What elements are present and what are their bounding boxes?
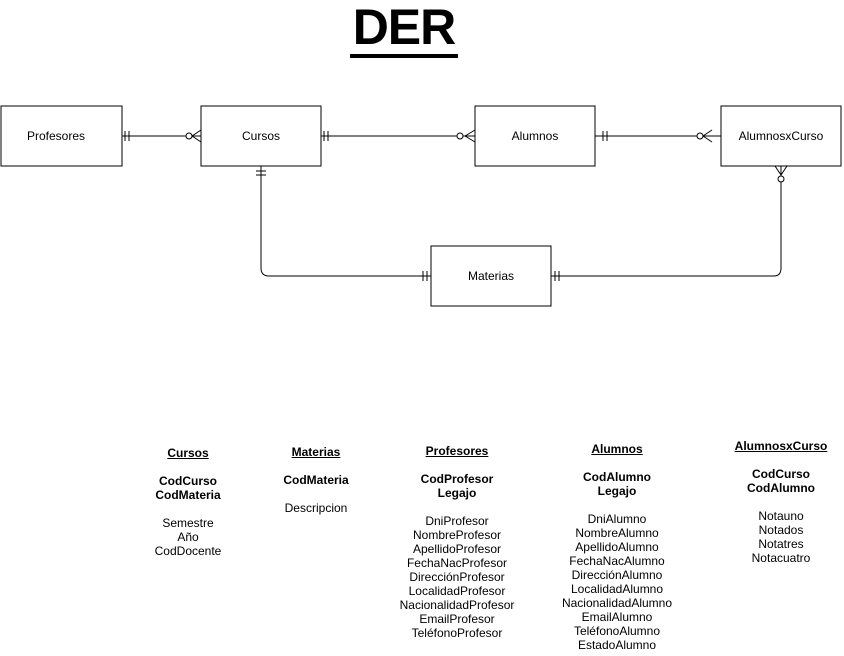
table-cursos: Cursos CodCurso CodMateria Semestre Año … [140, 446, 236, 558]
field: LocalidadAlumno [570, 582, 664, 596]
field: Notatres [758, 537, 804, 551]
rel-profesores-cursos [122, 129, 202, 143]
field: Notauno [758, 509, 804, 523]
entity-profesores-label: Profesores [27, 129, 85, 143]
entity-cursos: Cursos [200, 105, 322, 167]
er-diagram: Profesores Cursos Alumnos AlumnosxCurso … [0, 105, 842, 307]
table-materias-name: Materias [291, 445, 341, 459]
field: EstadoAlumno [577, 638, 657, 652]
key-field: CodMateria [283, 473, 349, 487]
table-alumnos: Alumnos CodAlumno Legajo DniAlumno Nombr… [556, 442, 678, 652]
rel-cursos-materias [256, 166, 431, 281]
table-cursos-name: Cursos [167, 446, 209, 460]
key-field: CodMateria [155, 488, 221, 502]
table-profesores-name: Profesores [425, 444, 489, 458]
field: LocalidadProfesor [408, 584, 506, 598]
field: NacionalidadProfesor [399, 598, 515, 612]
key-field: CodCurso [752, 467, 810, 481]
title-underline [350, 54, 458, 58]
field: DniProfesor [425, 514, 489, 528]
entity-profesores: Profesores [0, 105, 123, 167]
rel-alumnos-alumnosxcurso [595, 129, 721, 143]
entity-cursos-label: Cursos [242, 129, 280, 143]
key-field: CodProfesor [420, 472, 494, 486]
table-alumnos-name: Alumnos [591, 442, 643, 456]
table-alumnosxcurso: AlumnosxCurso CodCurso CodAlumno Notauno… [726, 439, 836, 565]
field: FechaNacAlumno [569, 554, 665, 568]
field: DniAlumno [587, 512, 647, 526]
field: TeléfonoProfesor [411, 626, 503, 640]
entity-materias: Materias [430, 245, 552, 307]
field: ApellidoProfesor [412, 542, 502, 556]
entity-alumnos-label: Alumnos [512, 129, 559, 143]
field: FechaNacProfesor [406, 556, 508, 570]
entity-alumnosxcurso: AlumnosxCurso [720, 105, 842, 167]
field: ApellidoAlumno [575, 540, 659, 554]
key-field: CodAlumno [583, 470, 651, 484]
field: EmailProfesor [419, 612, 495, 626]
key-field: Legajo [597, 484, 637, 498]
field: DirecciónAlumno [571, 568, 663, 582]
field: Semestre [162, 516, 214, 530]
key-field: CodCurso [159, 474, 217, 488]
page-title: DER [352, 0, 457, 55]
table-profesores: Profesores CodProfesor Legajo DniProfeso… [396, 444, 518, 640]
field: Año [177, 530, 199, 544]
table-materias: Materias CodMateria Descripcion [270, 445, 362, 515]
rel-cursos-alumnos [321, 129, 476, 143]
field: NombreProfesor [412, 528, 502, 542]
key-field: CodAlumno [747, 481, 815, 495]
key-field: Legajo [437, 486, 477, 500]
field: EmailAlumno [581, 610, 653, 624]
field: Notacuatro [751, 551, 811, 565]
entity-materias-label: Materias [468, 269, 514, 283]
entity-alumnosxcurso-label: AlumnosxCurso [739, 129, 824, 143]
field: NacionalidadAlumno [561, 596, 673, 610]
rel-materias-alumnosxcurso [551, 165, 788, 281]
field: TeléfonoAlumno [573, 624, 661, 638]
field: Descripcion [284, 501, 348, 515]
field: Notados [758, 523, 804, 537]
table-alumnosxcurso-name: AlumnosxCurso [734, 439, 828, 453]
field: CodDocente [154, 544, 222, 558]
field: NombreAlumno [575, 526, 659, 540]
entity-alumnos: Alumnos [474, 105, 596, 167]
field: DirecciónProfesor [409, 570, 505, 584]
